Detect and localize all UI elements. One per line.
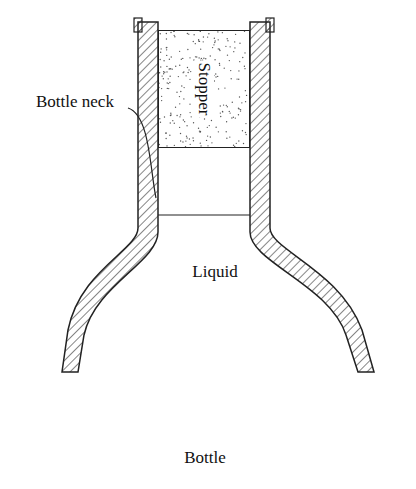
content-label: Liquid <box>192 262 237 282</box>
part-label: Bottle neck <box>36 92 114 112</box>
right-bottle-wall <box>272 22 388 372</box>
stopper-label: Stopper <box>194 61 214 118</box>
figure-label: Bottle <box>184 448 226 468</box>
left-bottle-wall <box>62 22 158 372</box>
left-rim <box>134 18 142 32</box>
leader-line <box>128 108 156 198</box>
stopper: Stopper <box>158 30 250 148</box>
right-bottle-wall <box>250 22 374 372</box>
right-rim <box>266 18 274 32</box>
liquid-surface <box>158 214 250 215</box>
